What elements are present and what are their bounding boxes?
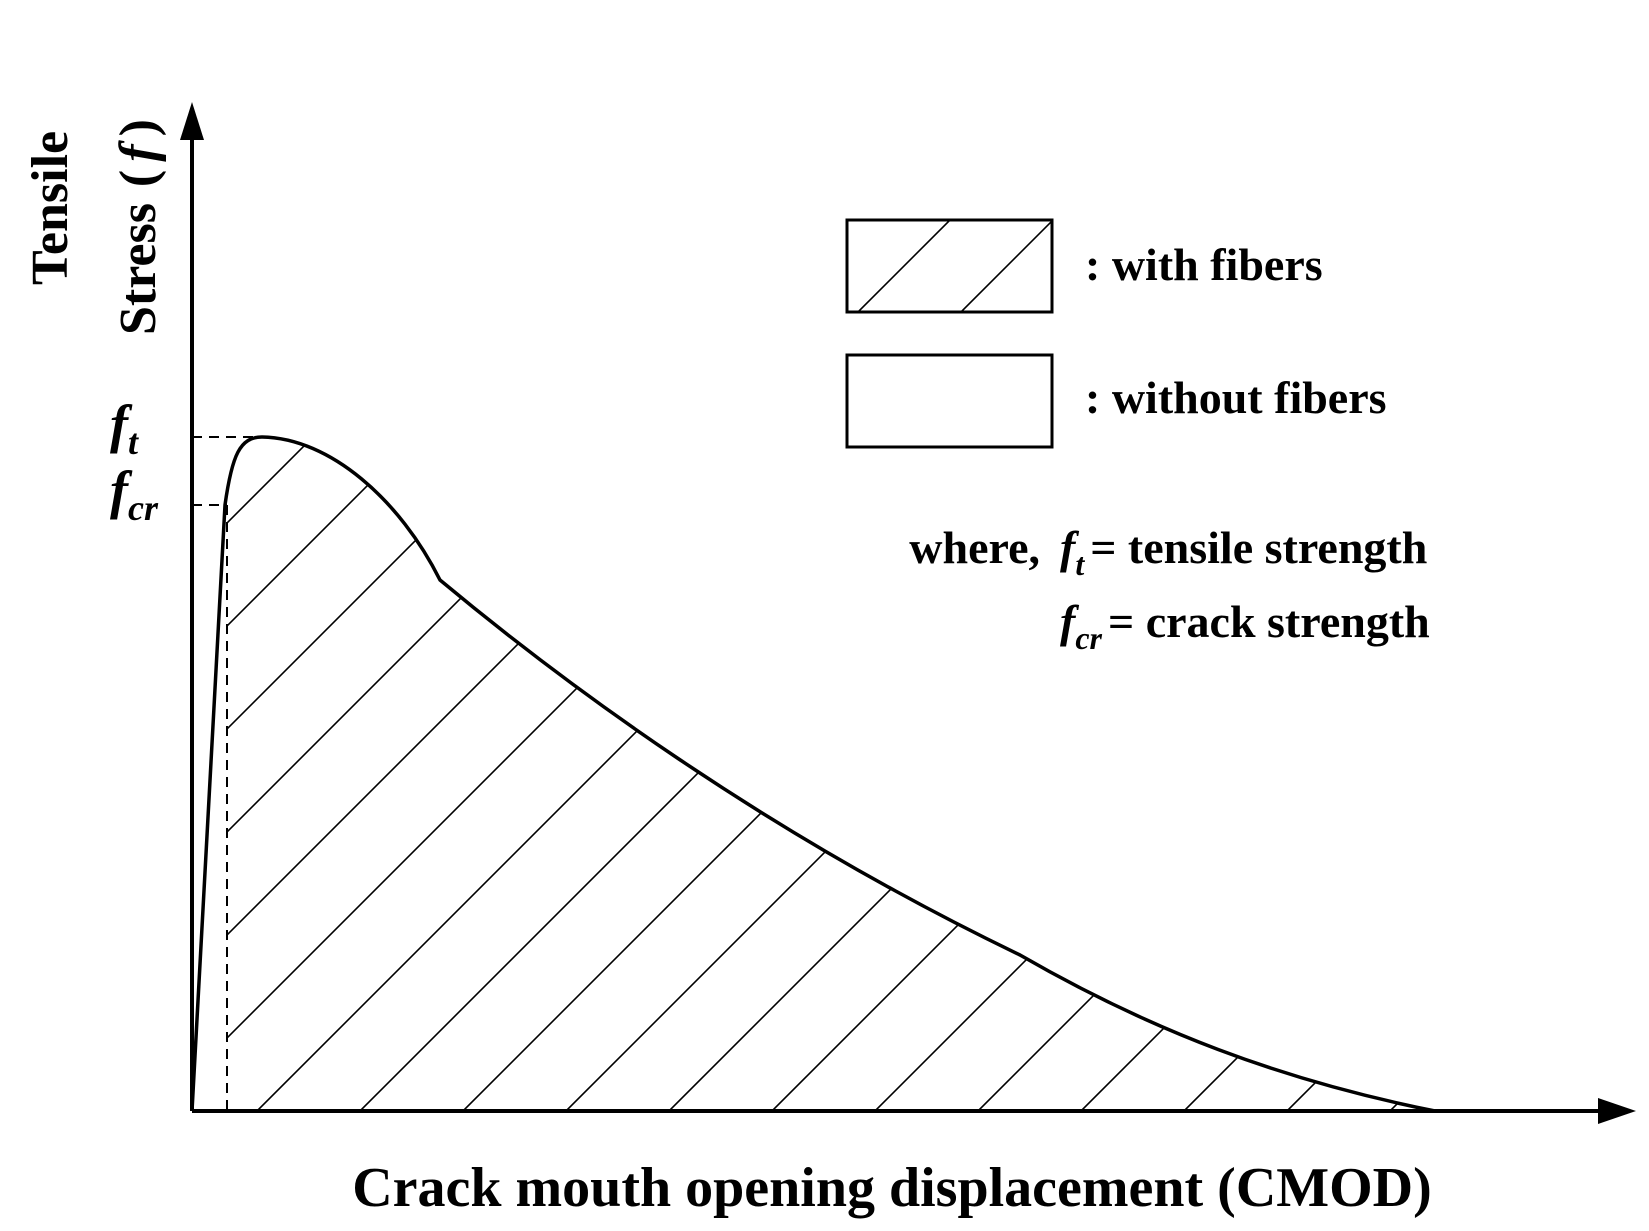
definition-fcr-text: = crack strength: [1108, 596, 1430, 647]
y-axis-label-line2: Stress ( f): [110, 119, 167, 335]
y-axis-label-symbol: f: [110, 140, 167, 162]
definition-fcr-subscript: cr: [1075, 620, 1102, 656]
y-axis-label-paren-close: ): [110, 119, 167, 136]
curve-hatch-line: [227, 437, 640, 1111]
legend-swatch-with-fibers: [845, 218, 1054, 314]
legend-swatch-without-fibers: [845, 353, 1054, 449]
definition-ft: ft= tensile strength: [1060, 522, 1427, 582]
curve-hatch-line: [462, 437, 1155, 1111]
y-axis-label-line1: Tensile: [22, 131, 79, 285]
legend-label-with-fibers: : with fibers: [1085, 239, 1323, 290]
definition-ft-symbol: f: [1060, 522, 1080, 573]
y-tick-fcr: fcr: [110, 460, 159, 528]
legend-hatch-line: [847, 220, 848, 222]
curve-hatch-line: [227, 437, 434, 1111]
x-axis-label: Crack mouth opening displacement (CMOD): [352, 1157, 1432, 1219]
y-axis-arrow: [180, 102, 204, 140]
y-tick-fcr-symbol: f: [110, 460, 133, 520]
y-tick-ft: ft: [110, 394, 139, 462]
stress-cmod-curve: [190, 435, 1436, 1113]
curve-hatch-line: [227, 437, 846, 1111]
y-axis-label-paren-open: (: [110, 170, 167, 187]
y-axis-label-stress: Stress: [110, 203, 167, 335]
legend-label-without-fibers: : without fibers: [1085, 372, 1387, 423]
curve-hatch-line: [227, 437, 331, 1111]
definition-ft-text: = tensile strength: [1090, 522, 1427, 573]
y-tick-ft-symbol: f: [110, 394, 133, 454]
definitions-prefix: where,: [909, 522, 1040, 573]
definition-fcr: fcr= crack strength: [1060, 596, 1430, 656]
y-tick-ft-subscript: t: [128, 422, 139, 462]
legend-hatch-line: [857, 220, 951, 312]
definition-ft-subscript: t: [1075, 546, 1085, 582]
legend-hatch-fill: [847, 220, 1052, 312]
y-tick-fcr-subscript: cr: [128, 488, 159, 528]
curve-hatch-line: [256, 437, 949, 1111]
curve-hatch-line: [227, 437, 537, 1111]
x-axis-arrow: [1598, 1098, 1636, 1124]
legend-hatch-line: [960, 220, 1052, 312]
curve-hatch-line: [1389, 437, 1435, 1111]
definition-fcr-symbol: f: [1060, 596, 1080, 647]
